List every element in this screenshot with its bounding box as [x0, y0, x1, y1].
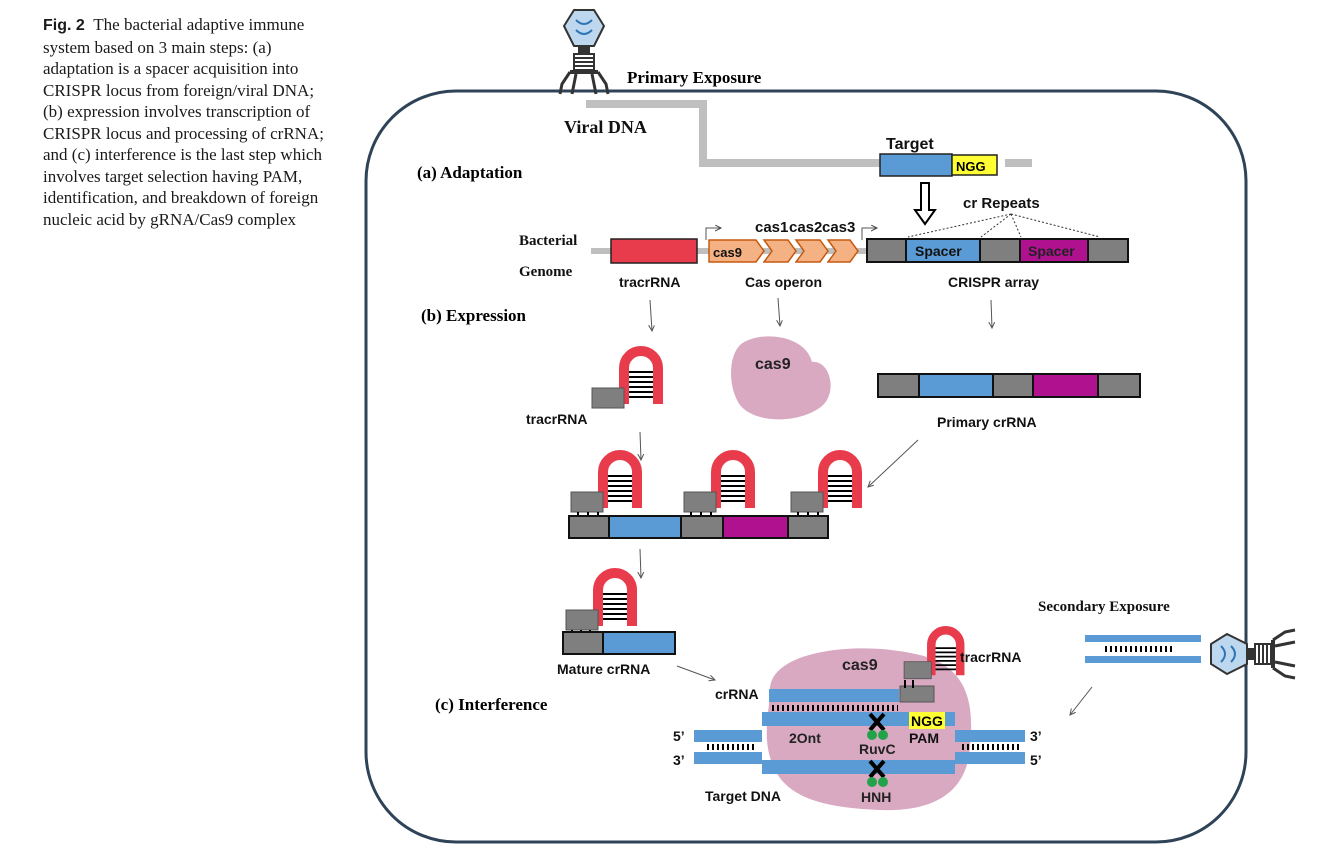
tracrrna-gene-label: tracrRNA [619, 274, 680, 290]
tracr-hairpin-2 [684, 455, 750, 512]
spacer-1-label: Spacer [915, 243, 962, 259]
guide-crrna [769, 689, 899, 702]
mature-crrna-complex [563, 573, 676, 655]
repeat-1 [877, 373, 920, 398]
mature-crrna-label: Mature crRNA [557, 661, 650, 677]
expression-arrow-tracr [650, 299, 652, 331]
right-top-3prime: 3’ [1030, 728, 1042, 744]
figure-caption: Fig. 2 The bacterial adaptive immune sys… [43, 14, 333, 230]
cas9-gene-label: cas9 [713, 245, 742, 260]
viral-dna-strand [586, 100, 880, 167]
cas1-gene [762, 239, 797, 263]
cas-promoter-arrow [705, 228, 721, 240]
spacer-2 [1032, 373, 1099, 398]
tracrrna-gene [610, 238, 698, 264]
tracr-repeat-anchor [899, 685, 935, 703]
tracrrna-hairpin [592, 351, 658, 408]
primary-crrna [877, 373, 1141, 398]
bacterial-cell-outline [364, 89, 1248, 844]
interference-cas9-label: cas9 [842, 657, 878, 674]
repeat-2 [979, 238, 1021, 263]
pam-label: PAM [909, 730, 939, 746]
crispr-array [866, 238, 1129, 263]
ruvc-label: RuvC [859, 741, 896, 757]
genome-label: Genome [519, 264, 573, 280]
target-protospacer [879, 153, 953, 177]
tracr-hairpin-1 [571, 455, 637, 512]
pre-crrna-tracrrna-complex [569, 455, 857, 539]
right-bottom-5prime: 5’ [1030, 752, 1042, 768]
crispr-promoter-arrow [861, 228, 877, 240]
left-bottom-3prime: 3’ [673, 752, 685, 768]
tracrrna-label: tracrRNA [526, 411, 587, 427]
interference-heading: (c) Interference [435, 695, 548, 714]
arrow-to-interference [676, 665, 715, 680]
hnh-label: HNH [861, 789, 891, 805]
bacteriophage-icon [558, 8, 610, 96]
expression-arrow-cas [778, 297, 780, 326]
cas2-gene [794, 239, 829, 263]
invading-dna [1085, 635, 1201, 663]
arrow-to-mature [640, 548, 641, 578]
repeat-pointer-lines [907, 213, 1101, 238]
cr-repeats-label: cr Repeats [963, 195, 1040, 212]
viral-dna-label: Viral DNA [564, 117, 647, 137]
cas1-label: cas1 [755, 219, 788, 236]
arrow-invading-dna [1070, 686, 1093, 715]
arrow-to-processing [640, 431, 641, 460]
cas-operon-label: Cas operon [745, 274, 822, 290]
cas2-label: cas2 [789, 219, 822, 236]
expression-heading: (b) Expression [421, 306, 527, 325]
caption-text: The bacterial adaptive immune system bas… [43, 15, 324, 229]
spacer-2-label: Spacer [1028, 243, 1075, 259]
interference-tracrrna-label: tracrRNA [960, 649, 1021, 665]
cas9-protein [731, 336, 831, 420]
twenty-nt-label: 2Ont [789, 730, 821, 746]
crrna-label: crRNA [715, 686, 759, 702]
target-dna-label: Target DNA [705, 788, 781, 804]
cas9-protein-label: cas9 [755, 356, 791, 373]
repeat-3 [1087, 238, 1129, 263]
ngg-label: NGG [956, 159, 986, 174]
secondary-exposure-label: Secondary Exposure [1038, 599, 1170, 615]
figure-label: Fig. 2 [43, 17, 85, 34]
ngg-pam-box [951, 154, 998, 176]
repeat-3 [1097, 373, 1141, 398]
adaptation-heading: (a) Adaptation [417, 163, 523, 182]
integration-arrow [913, 182, 937, 226]
cas3-gene [826, 239, 859, 263]
primary-exposure-label: Primary Exposure [627, 68, 762, 87]
target-label: Target [886, 136, 934, 153]
spacer-1 [918, 373, 994, 398]
pam-ngg-label: NGG [911, 713, 943, 729]
expression-arrow-crispr [991, 299, 992, 328]
tracr-hairpin-3 [791, 455, 857, 512]
cas3-label: cas3 [822, 219, 855, 236]
pam-ngg-box [909, 712, 945, 729]
repeat-2 [992, 373, 1034, 398]
bacteriophage-icon [1209, 628, 1297, 680]
crispr-array-label: CRISPR array [948, 274, 1039, 290]
hnh-cleavage-icon [867, 759, 888, 787]
cas9-gene [708, 239, 765, 263]
left-top-5prime: 5’ [673, 728, 685, 744]
primary-crrna-label: Primary crRNA [937, 414, 1037, 430]
ruvc-cleavage-icon [867, 712, 888, 740]
repeat-1 [866, 238, 907, 263]
bacterial-label: Bacterial [519, 233, 577, 249]
arrow-crrna-to-processing [868, 439, 919, 487]
